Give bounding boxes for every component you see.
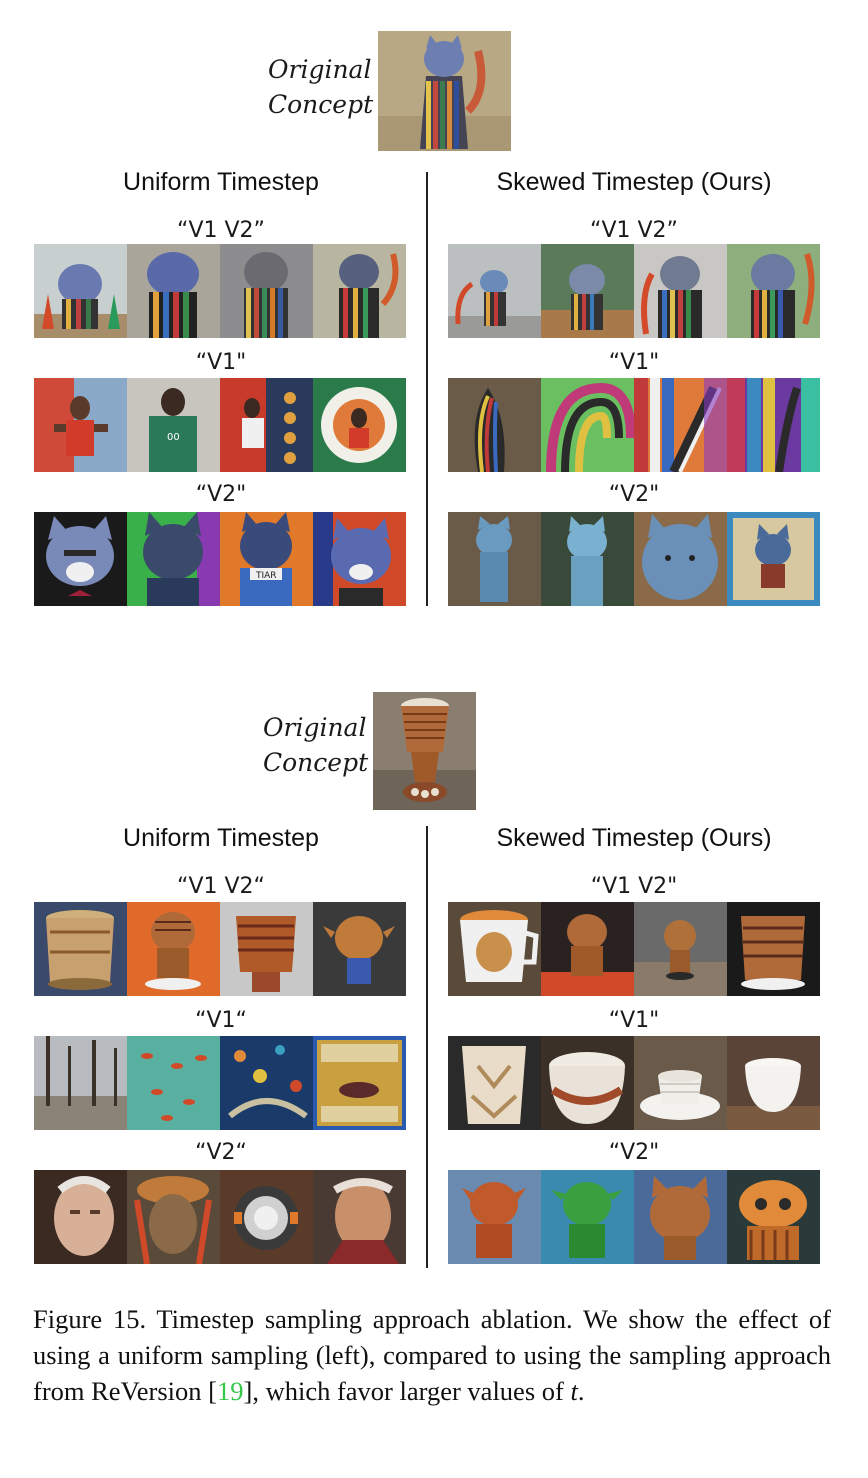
generated-image (313, 244, 406, 338)
generated-image (448, 1036, 541, 1130)
generated-image (127, 1036, 220, 1130)
generated-image (727, 1036, 820, 1130)
generated-image (541, 378, 634, 472)
generated-image (448, 512, 541, 606)
prompt-right-1-2: “V1" (608, 350, 660, 375)
left-column-title-1: Uniform Timestep (123, 168, 319, 196)
generated-image (634, 244, 727, 338)
generated-image (541, 1036, 634, 1130)
generated-image (220, 1036, 313, 1130)
generated-image (448, 378, 541, 472)
generated-image (727, 378, 820, 472)
image-strip-uniform-v1-2 (34, 1036, 408, 1130)
image-strip-skewed-v1-1 (448, 378, 820, 472)
prompt-right-1-3: “V2" (608, 482, 660, 507)
original-label-line2: Concept (268, 90, 374, 119)
caption-text-part3: . (577, 1376, 585, 1406)
generated-image (34, 1036, 127, 1130)
generated-image (127, 244, 220, 338)
generated-image (727, 244, 820, 338)
prompt-right-2-2: “V1" (608, 1008, 660, 1033)
image-strip-skewed-v2-1 (448, 512, 820, 606)
left-column-title-2: Uniform Timestep (123, 824, 319, 852)
generated-image (541, 1170, 634, 1264)
original-label-line1: Original (268, 55, 372, 84)
generated-image (313, 1036, 406, 1130)
prompt-left-1-3: “V2" (195, 482, 247, 507)
caption-variable: t (570, 1376, 578, 1406)
generated-image (34, 244, 127, 338)
generated-image: 00 (127, 378, 220, 472)
generated-image: TIAR (220, 512, 313, 606)
right-column-title-2: Skewed Timestep (Ours) (496, 824, 772, 852)
image-strip-skewed-v1v2-1 (448, 244, 820, 338)
figure-caption: Figure 15. Timestep sampling approach ab… (33, 1301, 831, 1409)
generated-image (727, 512, 820, 606)
column-divider-1 (426, 172, 428, 606)
generated-image (313, 1170, 406, 1264)
prompt-left-2-1: “V1 V2“ (177, 874, 265, 899)
column-divider-2 (426, 826, 428, 1268)
generated-image (541, 244, 634, 338)
right-column-title-1: Skewed Timestep (Ours) (496, 168, 772, 196)
generated-image (34, 902, 127, 996)
original-label-line1: Original (263, 713, 367, 742)
generated-image (34, 378, 127, 472)
original-concept-label-1: Original Concept (268, 52, 373, 122)
citation-link[interactable]: 19 (217, 1376, 244, 1406)
generated-image (448, 1170, 541, 1264)
image-strip-skewed-v1v2-2 (448, 902, 820, 996)
image-strip-uniform-v2-1: TIAR (34, 512, 408, 606)
generated-image (220, 1170, 313, 1264)
generated-image (727, 1170, 820, 1264)
prompt-left-1-2: “V1" (195, 350, 247, 375)
caption-text-part2: ], which favor larger values of (243, 1376, 571, 1406)
svg-text:00: 00 (167, 432, 180, 443)
generated-image (634, 1170, 727, 1264)
generated-image (220, 902, 313, 996)
generated-image (634, 378, 727, 472)
generated-image (448, 244, 541, 338)
generated-image (127, 1170, 220, 1264)
generated-image (313, 378, 406, 472)
prompt-left-2-2: “V1“ (195, 1008, 247, 1033)
generated-image (220, 378, 313, 472)
generated-image (634, 512, 727, 606)
prompt-right-2-1: “V1 V2" (590, 874, 678, 899)
generated-image (541, 902, 634, 996)
image-strip-skewed-v2-2 (448, 1170, 820, 1264)
generated-image (220, 244, 313, 338)
prompt-right-1-1: “V1 V2” (590, 218, 678, 243)
generated-image (127, 902, 220, 996)
generated-image (541, 512, 634, 606)
original-concept-image-tiki-mug (373, 692, 476, 810)
image-strip-uniform-v1v2-2 (34, 902, 408, 996)
caption-text-part1: Figure 15. Timestep sampling approach ab… (33, 1304, 831, 1406)
image-strip-uniform-v1-1: 00 (34, 378, 408, 472)
generated-image (34, 1170, 127, 1264)
svg-text:TIAR: TIAR (255, 571, 277, 581)
generated-image (127, 512, 220, 606)
generated-image (313, 512, 406, 606)
generated-image (634, 1036, 727, 1130)
generated-image (727, 902, 820, 996)
generated-image (448, 902, 541, 996)
generated-image (34, 512, 127, 606)
original-label-line2: Concept (263, 748, 369, 777)
original-concept-image-cat (378, 31, 511, 151)
prompt-right-2-3: “V2" (608, 1140, 660, 1165)
original-concept-label-2: Original Concept (263, 710, 368, 780)
image-strip-uniform-v2-2 (34, 1170, 408, 1264)
image-strip-skewed-v1-2 (448, 1036, 820, 1130)
prompt-left-1-1: “V1 V2” (177, 218, 265, 243)
generated-image (634, 902, 727, 996)
generated-image (313, 902, 406, 996)
image-strip-uniform-v1v2-1 (34, 244, 408, 338)
prompt-left-2-3: “V2“ (195, 1140, 247, 1165)
